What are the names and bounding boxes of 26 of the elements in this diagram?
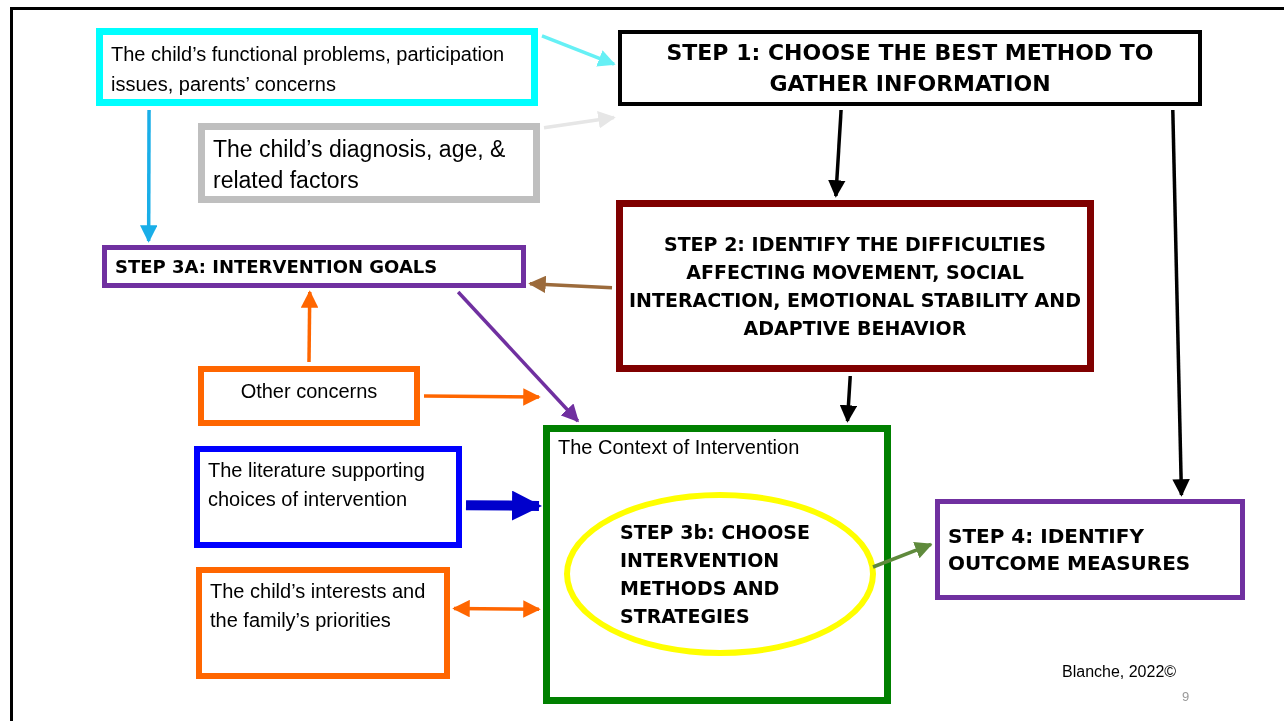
text-box: The child’s functional problems, participation issues, parents’ concerns [96,28,538,106]
arrow [424,388,541,406]
step-box: STEP 2: IDENTIFY THE DIFFICULTIES AFFECTING MOVEMENT, SOCIAL INTERACTION, EMOTIONAL STABILITY AND ADAPTIVE BEHAVIOR [616,200,1094,372]
arrow [839,375,858,423]
arrow [452,599,541,618]
arrow [528,275,613,294]
arrow [139,110,158,243]
text-box: Other concerns [198,366,420,426]
arrow [456,290,580,423]
arrow [1171,109,1190,497]
context-box: The Context of Intervention STEP 3b: CHOOSE INTERVENTION METHODS AND STRATEGIES [543,425,891,704]
arrow [465,490,542,521]
page-number: 9 [1182,688,1190,706]
text-box: The literature supporting choices of intervention [194,446,462,548]
text-box: The child’s diagnosis, age, & related factors [198,123,540,203]
step-box: STEP 4: IDENTIFY OUTCOME MEASURES [935,499,1245,600]
text-box: The child’s interests and the family’s priorities [196,567,450,679]
credit-note: Blanche, 2022© [1062,662,1177,682]
step-ellipse: STEP 3b: CHOOSE INTERVENTION METHODS AND STRATEGIES [564,492,876,656]
arrow [543,111,616,130]
arrow [541,34,616,67]
arrow [300,290,319,362]
step-box: STEP 1: CHOOSE THE BEST METHOD TO GATHER INFORMATION [618,30,1202,106]
step-box: STEP 3A: INTERVENTION GOALS [102,245,526,288]
arrow [872,542,933,569]
arrow [828,109,846,198]
